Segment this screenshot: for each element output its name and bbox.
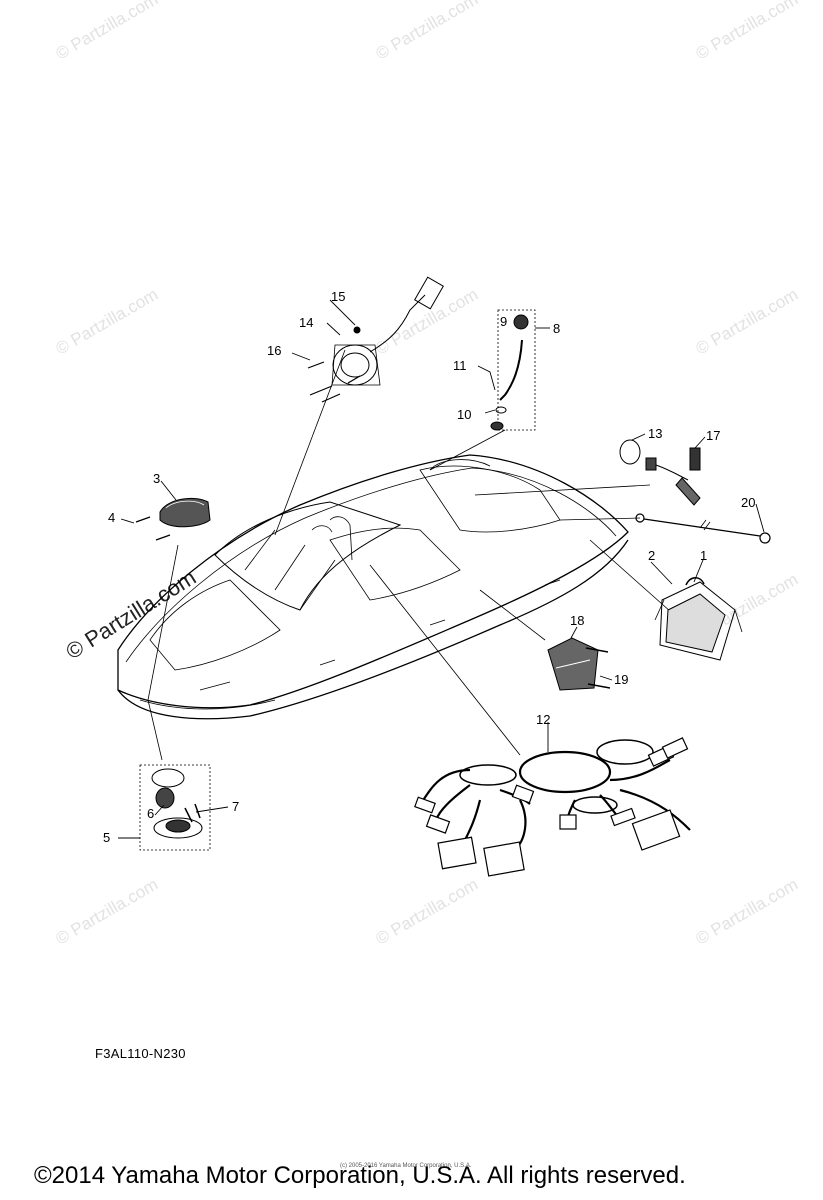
- callout-8: 8: [553, 321, 560, 336]
- watermark: © Partzilla.com: [693, 0, 802, 63]
- callout-12: 12: [536, 712, 550, 727]
- nav-light-assembly: [135, 497, 211, 541]
- callout-15: 15: [331, 289, 345, 304]
- diagram-code: F3AL110-N230: [95, 1046, 186, 1061]
- callout-18: 18: [570, 613, 584, 628]
- callout-6: 6: [147, 806, 154, 821]
- callout-16: 16: [267, 343, 281, 358]
- watermark: © Partzilla.com: [53, 285, 162, 359]
- callout-labels: 1 2 3 4 5 6 7 8 9 10 11 12 13 14 15 16 1…: [103, 289, 755, 845]
- bracket-assembly: [654, 577, 743, 661]
- callout-7: 7: [232, 799, 239, 814]
- callout-5: 5: [103, 830, 110, 845]
- callout-14: 14: [299, 315, 313, 330]
- watermark: © Partzilla.com: [53, 875, 162, 949]
- callout-4: 4: [108, 510, 115, 525]
- watermark-prominent: © Partzilla.com: [61, 564, 200, 664]
- callout-17: 17: [706, 428, 720, 443]
- watermark: © Partzilla.com: [373, 875, 482, 949]
- callout-13: 13: [648, 426, 662, 441]
- gauge-bracket-assembly: [307, 276, 444, 403]
- connectors: [414, 737, 689, 877]
- sensor-assembly: [619, 439, 701, 506]
- watermark: © Partzilla.com: [373, 285, 482, 359]
- copyright-notice: ©2014 Yamaha Motor Corporation, U.S.A. A…: [34, 1162, 686, 1189]
- callout-3: 3: [153, 471, 160, 486]
- watermark: © Partzilla.com: [53, 0, 162, 63]
- callout-19: 19: [614, 672, 628, 687]
- watermark: © Partzilla.com: [693, 875, 802, 949]
- callout-1: 1: [700, 548, 707, 563]
- callout-9: 9: [500, 314, 507, 329]
- callout-10: 10: [457, 407, 471, 422]
- callout-20: 20: [741, 495, 755, 510]
- watermark: © Partzilla.com: [693, 285, 802, 359]
- callout-2: 2: [648, 548, 655, 563]
- drain-assembly: [490, 309, 536, 431]
- rod-part: [635, 513, 771, 544]
- boat-hull: [117, 349, 681, 761]
- horn-assembly: [139, 764, 211, 851]
- callout-11: 11: [453, 358, 467, 373]
- module-assembly: [547, 637, 611, 691]
- watermark: © Partzilla.com: [373, 0, 482, 63]
- copyright-small-print: (c) 2005-2016 Yamaha Motor Corporation, …: [340, 1163, 472, 1169]
- leader-lines: [118, 299, 765, 839]
